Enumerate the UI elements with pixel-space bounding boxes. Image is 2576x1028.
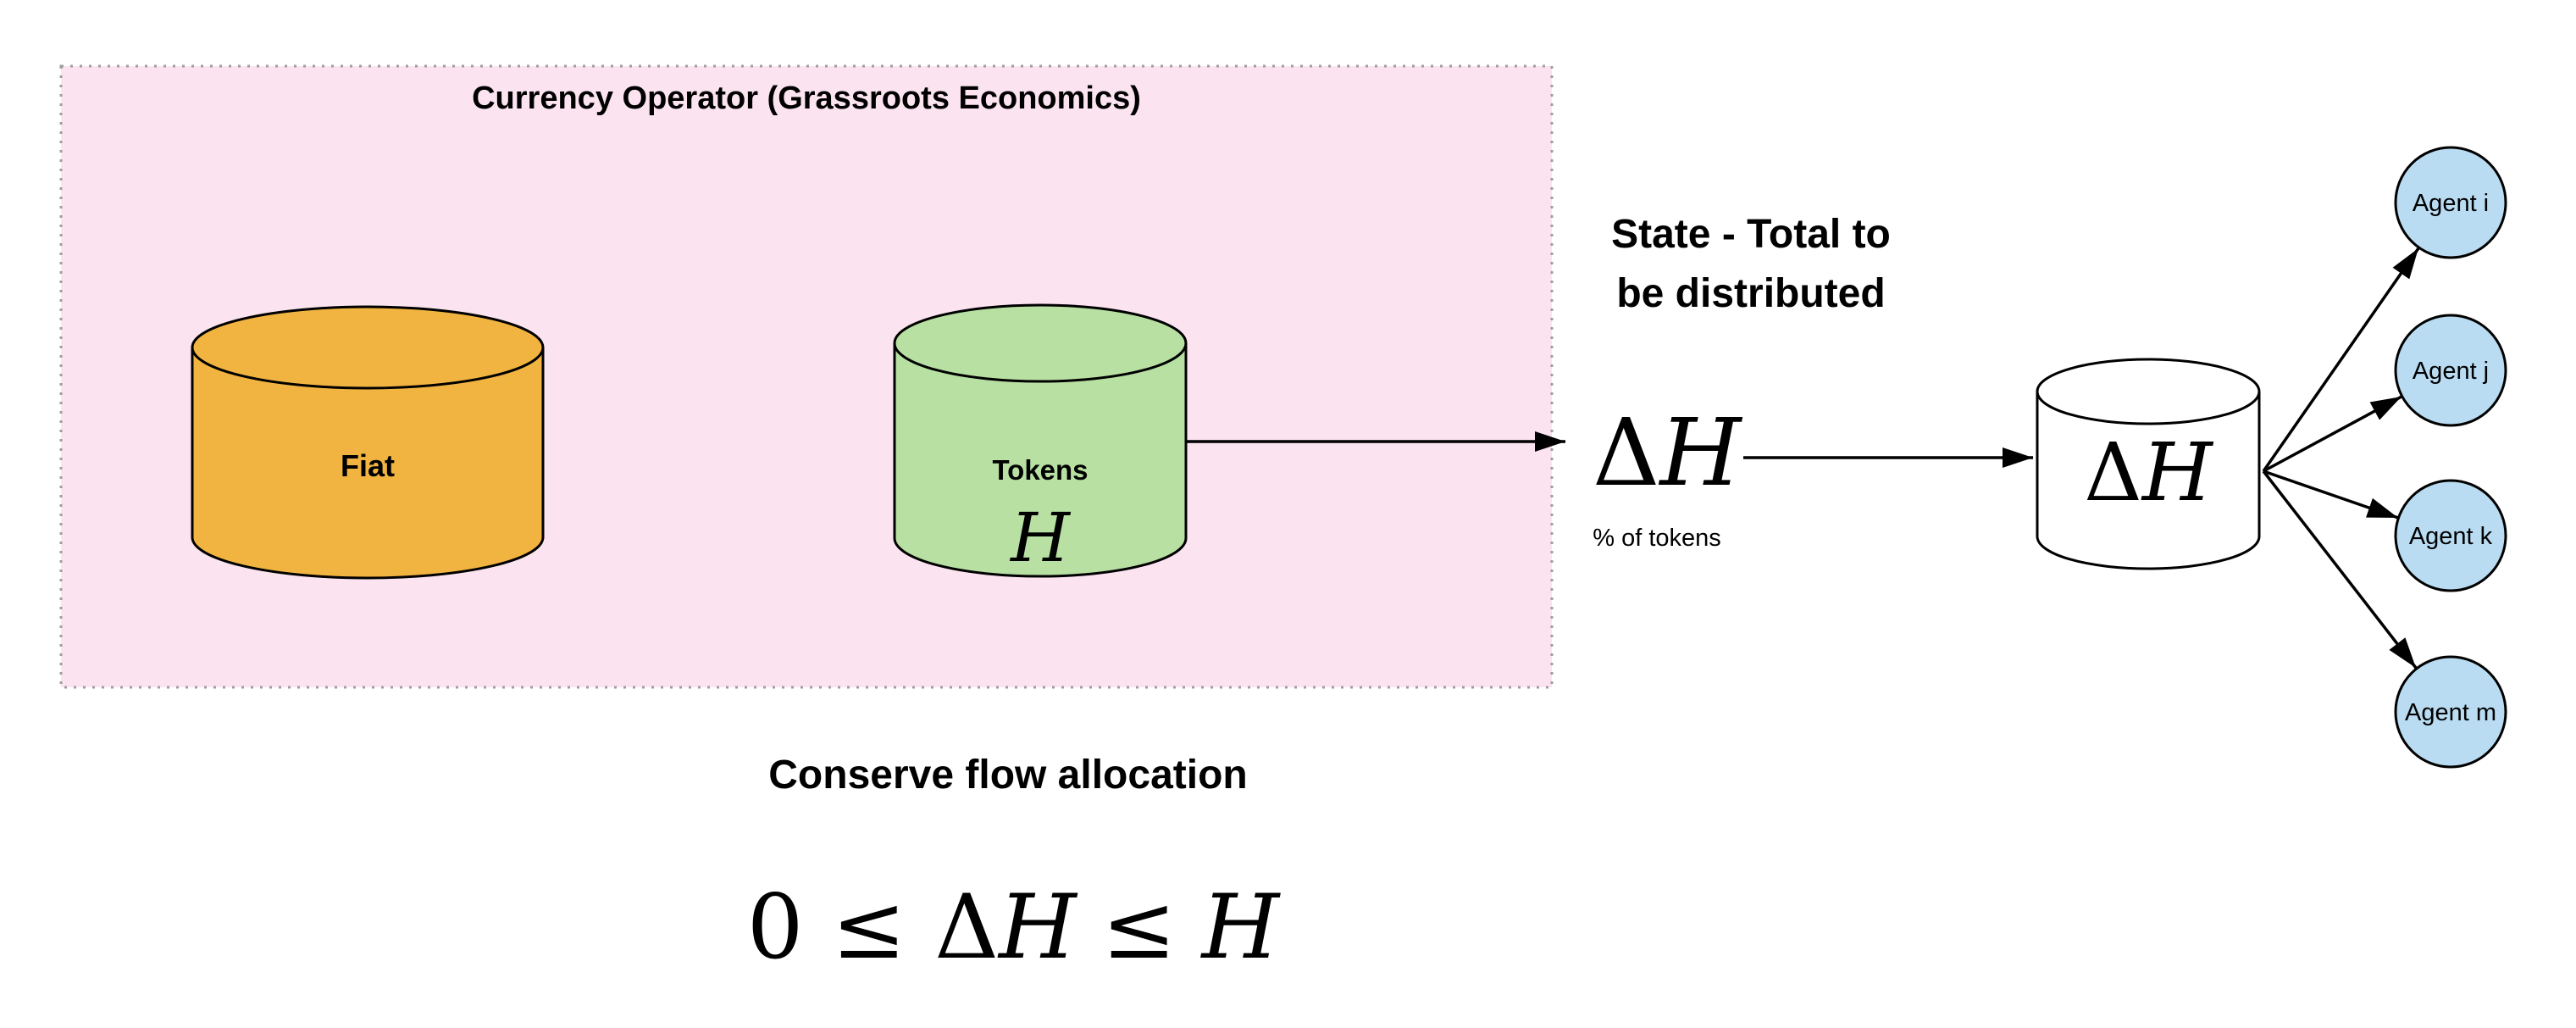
- tokens-cylinder-top: [893, 303, 1188, 383]
- deltah-delta: Δ: [1593, 398, 1659, 507]
- arrow-to-agent-j: [2263, 395, 2402, 473]
- agent-m-label: Agent m: [2405, 699, 2496, 726]
- state-caption-line1: State - Total to: [1611, 212, 1891, 257]
- tokens-symbol-h: H: [1009, 498, 1072, 577]
- deltah-h: H: [1658, 398, 1742, 507]
- agent-j-circle: [2394, 314, 2507, 427]
- state-caption-line2: be distributed: [1616, 271, 1885, 316]
- currency-operator-title: Currency Operator (Grassroots Economics): [472, 81, 1141, 116]
- agent-node-i: Agent i: [2394, 146, 2507, 259]
- agent-node-k: Agent k: [2394, 479, 2507, 592]
- conservation-formula: 0 ≤ ΔH≤H: [747, 875, 1282, 979]
- agent-i-circle: [2394, 146, 2507, 259]
- distribution-cylinder-body: [2036, 392, 2261, 570]
- percent-of-tokens-label: % of tokens: [1593, 525, 1721, 552]
- agent-node-j: Agent j: [2394, 314, 2507, 427]
- distribution-cylinder-top: [2036, 358, 2261, 425]
- agent-arrows: [2262, 247, 2420, 670]
- formula-h1: H: [997, 875, 1078, 979]
- tokens-cylinder-body: [893, 343, 1188, 578]
- agent-k-label: Agent k: [2409, 523, 2493, 550]
- agent-m-circle: [2394, 655, 2507, 769]
- formula-leq: ≤: [1102, 875, 1177, 979]
- arrow-to-agent-i: [2262, 247, 2420, 472]
- arrow-to-agent-m: [2262, 470, 2418, 670]
- distribution-cylinder: ΔH: [2036, 358, 2261, 570]
- fiat-cylinder: Fiat: [191, 305, 545, 580]
- agent-k-circle: [2394, 479, 2507, 592]
- fiat-cylinder-body: [191, 347, 545, 580]
- state-caption: State - Total to be distributed: [1611, 212, 1891, 316]
- agent-node-m: Agent m: [2394, 655, 2507, 769]
- fiat-label: Fiat: [341, 448, 395, 483]
- distribution-delta: Δ: [2084, 426, 2142, 520]
- arrow-to-agent-k: [2263, 470, 2399, 520]
- agent-j-label: Agent j: [2413, 358, 2489, 385]
- distribution-h: H: [2141, 426, 2214, 520]
- tokens-cylinder: Tokens H: [893, 303, 1188, 578]
- deltah-value: ΔH: [1593, 398, 1742, 507]
- formula-h2: H: [1200, 875, 1282, 979]
- distribution-deltah-label: ΔH: [2084, 426, 2214, 520]
- conserve-flow-heading: Conserve flow allocation: [768, 753, 1247, 797]
- formula-prefix: 0 ≤ Δ: [747, 875, 999, 979]
- tokens-label: Tokens: [992, 454, 1088, 486]
- fiat-cylinder-top: [191, 305, 545, 390]
- agent-i-label: Agent i: [2413, 190, 2489, 217]
